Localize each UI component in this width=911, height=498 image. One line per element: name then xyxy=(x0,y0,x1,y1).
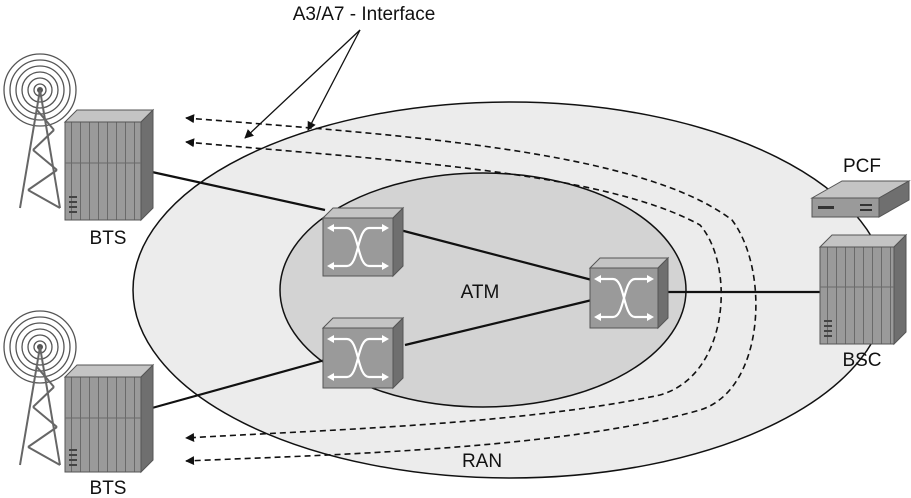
link-switch2-switch3 xyxy=(404,298,593,347)
interface-path-inner xyxy=(185,138,722,443)
pcf-device-icon xyxy=(810,180,911,218)
bsc-rack-icon xyxy=(818,233,908,346)
interface-label: A3/A7 - Interface xyxy=(293,4,436,25)
atm-switch-icon xyxy=(321,206,405,278)
bts-bottom-label: BTS xyxy=(90,478,127,498)
link-bts-bottom-switch2 xyxy=(151,358,326,410)
interface-paths xyxy=(185,114,757,466)
bts-top-label: BTS xyxy=(90,228,127,249)
bts-bottom-rack-icon xyxy=(63,363,155,474)
ran-label: RAN xyxy=(462,451,502,472)
bsc-label: BSC xyxy=(842,350,881,371)
antenna-tower-icon xyxy=(3,53,77,209)
atm-label: ATM xyxy=(461,282,500,303)
interface-callout-arrows xyxy=(244,29,361,139)
atm-switch-icon xyxy=(588,256,670,330)
interface-path-outer xyxy=(185,114,757,466)
antenna-tower-icon xyxy=(3,310,77,466)
link-bts-top-switch1 xyxy=(151,170,326,212)
bts-top-rack-icon xyxy=(63,108,155,222)
link-switch1-switch3 xyxy=(399,228,593,282)
pcf-label: PCF xyxy=(843,156,881,177)
atm-switch-icon xyxy=(321,316,405,390)
network-links xyxy=(151,170,822,410)
